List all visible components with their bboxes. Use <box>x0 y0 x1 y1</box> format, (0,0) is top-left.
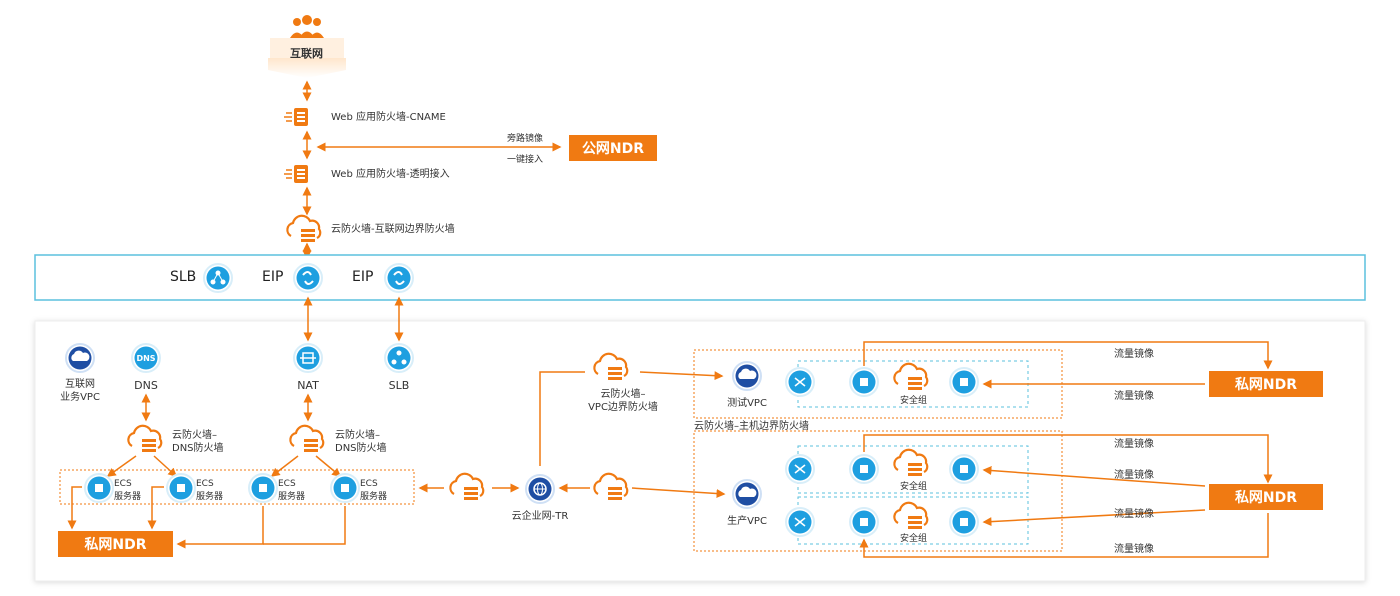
tr-label: 云企业网-TR <box>511 511 569 522</box>
slb-edge-icon <box>203 263 233 293</box>
edge-eip-label: EIP <box>262 269 284 285</box>
ecs-group-box <box>59 469 415 505</box>
edge-slb-label: SLB <box>170 269 197 285</box>
private-ndr-button[interactable]: 私网NDR <box>1209 484 1323 510</box>
vpc-panel <box>34 320 1366 582</box>
waf-transparent-label: Web 应用防火墙-透明接入 <box>331 169 450 180</box>
ecs-icon <box>849 507 879 537</box>
cfw-vpc-label: 云防火墙–VPC边界防火墙 <box>588 389 658 413</box>
switch-icon <box>785 367 815 397</box>
slb-label: SLB <box>388 379 410 392</box>
dns-label: DNS <box>134 379 158 392</box>
ecs-icon <box>166 473 196 503</box>
ecs-icon <box>849 367 879 397</box>
flow-mirror-label: 流量镜像 <box>1114 544 1154 555</box>
spine-connectors <box>302 80 562 260</box>
flow-mirror-label: 流量镜像 <box>1114 439 1154 450</box>
cfw-dns-label: 云防火墙–DNS防火墙 <box>335 430 387 454</box>
flow-mirror-label: 流量镜像 <box>1114 470 1154 481</box>
dns-fw-connectors <box>106 455 342 478</box>
security-group-label: 安全组 <box>900 534 928 544</box>
waf-cname-label: Web 应用防火墙-CNAME <box>331 112 446 123</box>
flow-mirror-label: 流量镜像 <box>1114 509 1154 520</box>
security-row <box>785 501 979 537</box>
private-ndr-button[interactable]: 私网NDR <box>58 531 173 557</box>
slb-icon <box>384 343 414 373</box>
internet-node <box>268 15 346 78</box>
test-vpc-icon <box>732 361 762 391</box>
ecs-icon <box>84 473 114 503</box>
host-fw-label: 云防火墙–主机边界防火墙 <box>694 421 809 432</box>
waf-transparent-icon <box>284 165 308 183</box>
ecs-icon <box>330 473 360 503</box>
flow-mirror-label: 流量镜像 <box>1114 349 1154 360</box>
svg-text:DNS: DNS <box>136 354 155 363</box>
private-ndr-button[interactable]: 私网NDR <box>1209 371 1323 397</box>
one-click-label: 一键接入 <box>507 155 544 165</box>
cfw-internet-label: 云防火墙-互联网边界防火墙 <box>331 224 455 235</box>
cloud-firewall-icon <box>286 214 322 244</box>
security-row <box>785 362 979 397</box>
security-group-label: 安全组 <box>900 482 928 492</box>
dns-icon: DNS <box>131 343 161 373</box>
tr-globe-icon <box>525 474 555 504</box>
users-icon <box>290 15 324 38</box>
edge-eip-label: EIP <box>352 269 374 285</box>
security-row <box>785 448 979 484</box>
security-group-label: 安全组 <box>900 396 928 406</box>
prod-vpc-icon <box>732 479 762 509</box>
internet-vpc-label: 互联网业务VPC <box>60 379 100 403</box>
eip-icon <box>293 263 323 293</box>
cfw-dns-label: 云防火墙–DNS防火墙 <box>172 430 224 454</box>
ecs-icon <box>849 454 879 484</box>
bypass-mirror-label: 旁路镜像 <box>507 134 544 144</box>
private-ndr-left-connectors <box>67 371 726 549</box>
edge-connectors <box>141 296 404 422</box>
internet-label: 互联网 <box>290 47 323 60</box>
prod-vpc-label: 生产VPC <box>727 516 767 527</box>
edge-box <box>34 254 1366 301</box>
eip-icon <box>384 263 414 293</box>
internet-vpc-icon <box>65 343 95 373</box>
flow-mirror-label: 流量镜像 <box>1114 391 1154 402</box>
ecs-icon <box>949 454 979 484</box>
flow-mirror-connectors <box>859 341 1273 558</box>
waf-cname-icon <box>284 108 308 126</box>
public-ndr-button[interactable]: 公网NDR <box>569 135 657 161</box>
ecs-icon <box>949 367 979 397</box>
ecs-icon <box>949 507 979 537</box>
nat-icon <box>293 343 323 373</box>
prod-vpc-box <box>693 430 1063 552</box>
test-vpc-label: 测试VPC <box>727 398 767 409</box>
nat-label: NAT <box>297 379 319 392</box>
ecs-icon <box>248 473 278 503</box>
switch-icon <box>785 454 815 484</box>
switch-icon <box>785 507 815 537</box>
